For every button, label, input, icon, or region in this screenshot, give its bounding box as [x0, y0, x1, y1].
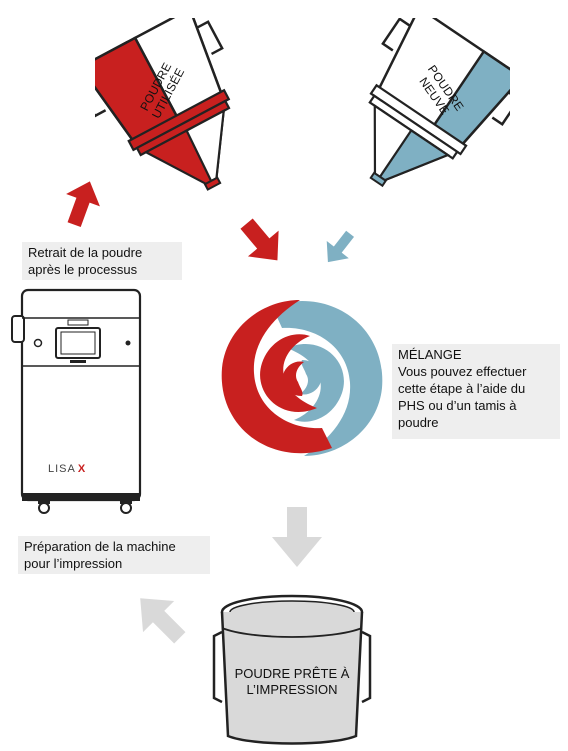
- new-powder-cone-icon: [368, 18, 510, 188]
- ready-powder-bucket: POUDRE PRÊTE À L’IMPRESSION: [212, 588, 372, 748]
- used-powder-container: POUDRE UTILISÉE: [95, 18, 255, 208]
- used-powder-cone-icon: [95, 18, 231, 191]
- mixing-title: MÉLANGE: [398, 347, 462, 362]
- mixing-label: MÉLANGE Vous pouvez effectuer cette étap…: [392, 344, 560, 439]
- mix-to-bucket-arrow-icon: [272, 507, 322, 567]
- used-to-mix-arrow-icon: [240, 218, 279, 261]
- new-to-mix-arrow-icon: [326, 230, 355, 263]
- bucket-label-line1: POUDRE PRÊTE À: [234, 666, 350, 681]
- printer-machine-icon: [11, 288, 142, 514]
- bucket-icon: [212, 594, 372, 745]
- mixing-body: Vous pouvez effectuer cette étape à l’ai…: [398, 364, 527, 430]
- machine-brand-mark: X: [77, 463, 87, 475]
- bucket-to-machine-arrow-icon: [140, 598, 186, 644]
- removal-arrow-icon: [66, 181, 100, 228]
- mixing-swirl-icon: [221, 300, 383, 456]
- removal-label: Retrait de la poudre après le processus: [22, 242, 182, 280]
- preparation-label: Préparation de la machine pour l’impress…: [18, 536, 210, 574]
- bucket-label: POUDRE PRÊTE À L’IMPRESSION: [228, 666, 356, 698]
- bucket-label-line2: L’IMPRESSION: [246, 682, 338, 697]
- machine-brand-text: LISA: [48, 463, 76, 475]
- new-powder-container: POUDRE NEUVE: [335, 18, 510, 208]
